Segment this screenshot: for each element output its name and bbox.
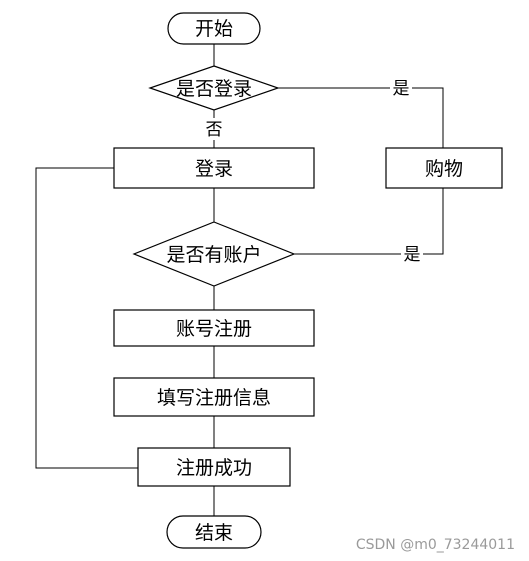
edge-label-bg-logged-in-yes bbox=[390, 78, 412, 98]
register-success-label: 注册成功 bbox=[176, 457, 252, 479]
register-success-box bbox=[137, 447, 291, 487]
register-account-box bbox=[113, 309, 315, 347]
fill-info-box bbox=[113, 377, 315, 417]
edge-label-logged-in-yes: 是 bbox=[393, 79, 410, 99]
shopping-label: 购物 bbox=[425, 158, 463, 180]
edge-label-logged-in-no: 否 bbox=[206, 120, 223, 140]
watermark: CSDN @m0_73244011 bbox=[355, 537, 515, 553]
shopping-box bbox=[385, 147, 503, 189]
end-label: 结束 bbox=[195, 522, 233, 544]
end-terminal bbox=[166, 515, 262, 549]
register-account-label: 账号注册 bbox=[176, 318, 252, 340]
start-terminal bbox=[167, 12, 261, 45]
is-logged-in-label: 是否登录 bbox=[176, 78, 252, 100]
start-label: 开始 bbox=[195, 18, 233, 40]
has-account-label: 是否有账户 bbox=[166, 244, 261, 266]
login-label: 登录 bbox=[195, 158, 233, 180]
edge-is-logged-in-to-shopping bbox=[278, 87, 444, 148]
connectors bbox=[35, 44, 444, 516]
edge-success-loop-to-login bbox=[35, 167, 138, 469]
edge-has-account-to-shopping bbox=[294, 188, 444, 255]
fill-info-label: 填写注册信息 bbox=[157, 387, 271, 409]
edge-label-bg-logged-in-no bbox=[203, 118, 225, 140]
edge-label-has-account-yes: 是 bbox=[404, 245, 421, 265]
is-logged-in-decision bbox=[148, 65, 280, 111]
has-account-decision bbox=[132, 221, 296, 287]
login-box bbox=[113, 147, 315, 189]
edge-label-bg-has-account-yes bbox=[401, 244, 423, 264]
